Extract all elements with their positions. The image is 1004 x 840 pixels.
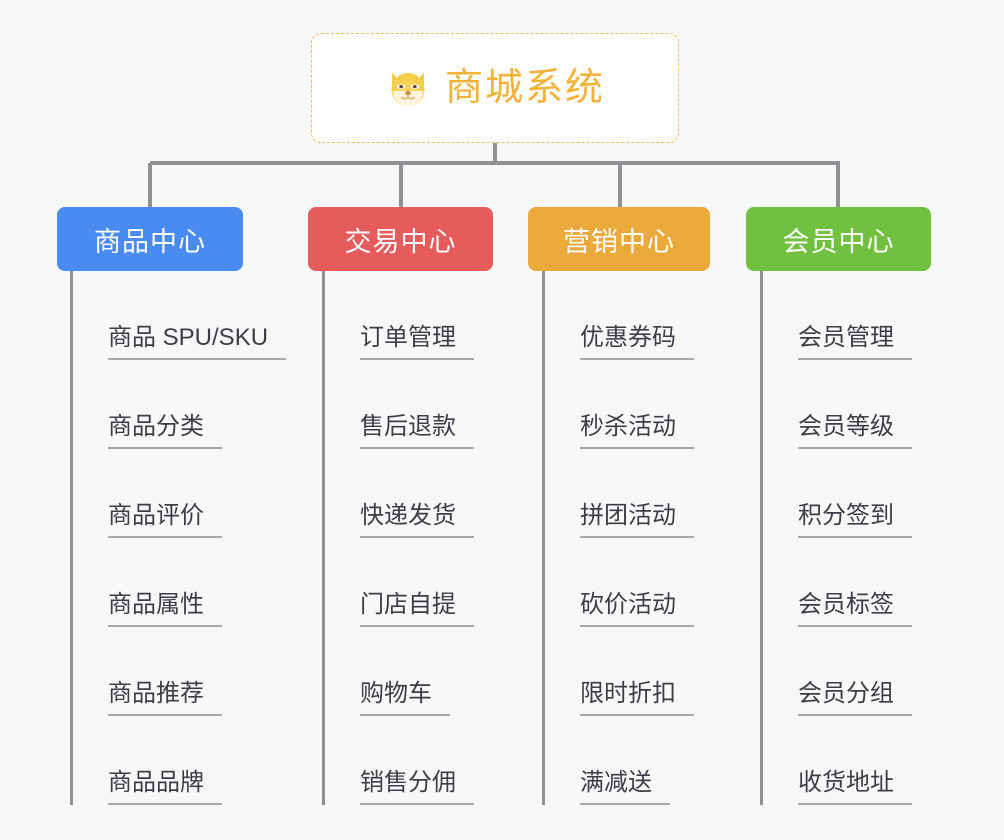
leaf-label: 会员标签 (798, 593, 912, 627)
leaf-column-member-center: 会员管理 会员等级 积分签到 会员标签 会员分组 收货地址 (760, 271, 912, 805)
leaf-label: 订单管理 (360, 326, 474, 360)
leaf-label: 快递发货 (360, 504, 474, 538)
leaf-label: 秒杀活动 (580, 415, 694, 449)
leaf-label: 积分签到 (798, 504, 912, 538)
leaf-item[interactable]: 商品属性 (70, 538, 286, 627)
leaf-column-product-center: 商品 SPU/SKU 商品分类 商品评价 商品属性 商品推荐 商品品牌 (70, 271, 287, 805)
root-node[interactable]: 商城系统 (311, 33, 679, 143)
leaf-label: 商品属性 (108, 593, 222, 627)
leaf-item[interactable]: 积分签到 (760, 449, 912, 538)
leaf-item[interactable]: 会员等级 (760, 360, 912, 449)
leaf-item[interactable]: 商品品牌 (70, 716, 286, 805)
branch-node-trade-center[interactable]: 交易中心 (308, 207, 493, 271)
leaf-item[interactable]: 快递发货 (322, 449, 474, 538)
leaf-label: 会员分组 (798, 682, 912, 716)
leaf-label: 门店自提 (360, 593, 474, 627)
branch-node-marketing-center[interactable]: 营销中心 (528, 207, 710, 271)
leaf-item[interactable]: 会员分组 (760, 627, 912, 716)
leaf-label: 拼团活动 (580, 504, 694, 538)
branch-label: 营销中心 (563, 226, 675, 257)
leaf-label: 商品评价 (108, 504, 222, 538)
leaf-item[interactable]: 限时折扣 (542, 627, 694, 716)
leaf-label: 售后退款 (360, 415, 474, 449)
leaf-item[interactable]: 销售分佣 (322, 716, 474, 805)
leaf-label: 满减送 (580, 771, 670, 805)
leaf-item[interactable]: 门店自提 (322, 538, 474, 627)
leaf-item[interactable]: 订单管理 (322, 271, 474, 360)
leaf-label: 优惠券码 (580, 326, 694, 360)
leaf-item[interactable]: 砍价活动 (542, 538, 694, 627)
branch-node-member-center[interactable]: 会员中心 (746, 207, 931, 271)
leaf-item[interactable]: 秒杀活动 (542, 360, 694, 449)
leaf-label: 商品分类 (108, 415, 222, 449)
leaf-item[interactable]: 会员标签 (760, 538, 912, 627)
leaf-item[interactable]: 拼团活动 (542, 449, 694, 538)
branch-label: 商品中心 (94, 226, 206, 257)
branch-label: 会员中心 (782, 226, 895, 257)
leaf-item[interactable]: 售后退款 (322, 360, 474, 449)
leaf-label: 商品 SPU/SKU (108, 326, 287, 360)
leaf-item[interactable]: 商品 SPU/SKU (70, 271, 287, 360)
branch-node-product-center[interactable]: 商品中心 (57, 207, 243, 271)
leaf-label: 商品品牌 (108, 771, 222, 805)
branch-label: 交易中心 (344, 226, 457, 257)
leaf-label: 会员管理 (798, 326, 912, 360)
leaf-column-trade-center: 订单管理 售后退款 快递发货 门店自提 购物车 销售分佣 (322, 271, 474, 805)
leaf-label: 砍价活动 (580, 593, 694, 627)
leaf-label: 收货地址 (798, 771, 912, 805)
leaf-label: 销售分佣 (360, 771, 474, 805)
leaf-item[interactable]: 商品推荐 (70, 627, 286, 716)
leaf-label: 商品推荐 (108, 682, 222, 716)
shiba-dog-emoji-icon (385, 65, 431, 111)
root-title: 商城系统 (444, 67, 605, 109)
leaf-item[interactable]: 满减送 (542, 716, 694, 805)
leaf-item[interactable]: 商品分类 (70, 360, 286, 449)
leaf-item[interactable]: 优惠券码 (542, 271, 694, 360)
leaf-item[interactable]: 商品评价 (70, 449, 286, 538)
leaf-item[interactable]: 购物车 (322, 627, 474, 716)
leaf-label: 购物车 (360, 682, 450, 716)
leaf-item[interactable]: 收货地址 (760, 716, 912, 805)
leaf-label: 限时折扣 (580, 682, 694, 716)
leaf-column-marketing-center: 优惠券码 秒杀活动 拼团活动 砍价活动 限时折扣 满减送 (542, 271, 694, 805)
leaf-label: 会员等级 (798, 415, 912, 449)
leaf-item[interactable]: 会员管理 (760, 271, 912, 360)
